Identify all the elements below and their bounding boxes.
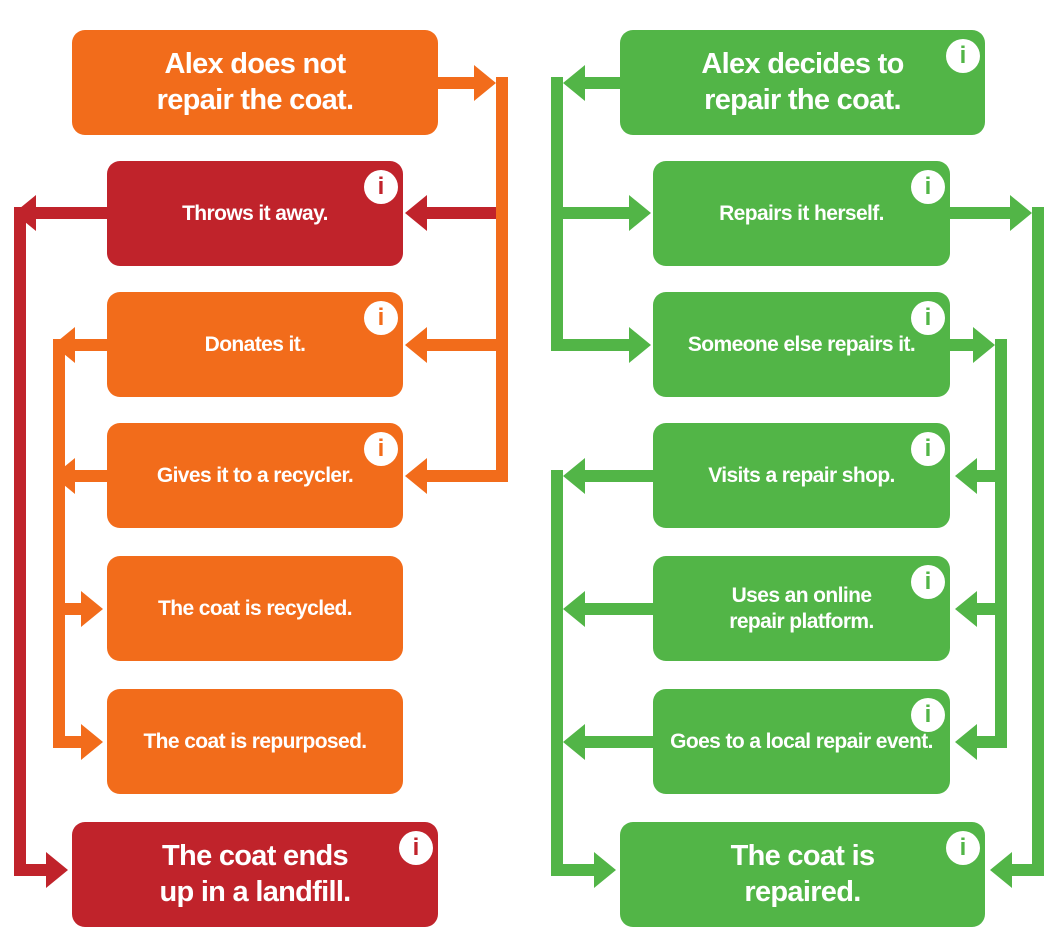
arrowhead-left — [990, 852, 1012, 888]
node-label: The coat is recycled. — [158, 596, 353, 620]
info-icon[interactable]: i — [946, 831, 980, 865]
node-someone-else-repairs-it: Someone else repairs it. i — [653, 292, 950, 397]
connector-local-event-out — [585, 736, 653, 748]
node-coat-is-recycled: The coat is recycled. — [107, 556, 403, 661]
connector-someone-else-out — [950, 339, 973, 351]
info-icon[interactable]: i — [399, 831, 433, 865]
node-label: Gives it to a recycler. — [156, 463, 354, 487]
node-coat-ends-up-in-landfill: The coat ends up in a landfill. i — [72, 822, 438, 927]
arrowhead-right — [973, 327, 995, 363]
arrowhead-left — [563, 724, 585, 760]
rail-right-green-outer — [1032, 207, 1044, 876]
node-gives-it-to-a-recycler: Gives it to a recycler. i — [107, 423, 403, 528]
arrowhead-left — [563, 65, 585, 101]
node-label: The coat is repurposed. — [143, 729, 367, 753]
info-icon[interactable]: i — [911, 301, 945, 335]
connector-repairs-herself-out — [950, 207, 1010, 219]
info-icon[interactable]: i — [946, 39, 980, 73]
connector-to-repairs-herself — [551, 207, 629, 219]
connector-start-repair-out — [585, 77, 620, 89]
node-label: The coat ends up in a landfill. — [159, 840, 351, 908]
rail-right-orange — [496, 77, 508, 482]
node-label: Goes to a local repair event. — [670, 729, 933, 753]
arrowhead-right — [46, 852, 68, 888]
info-icon[interactable]: i — [911, 170, 945, 204]
rail-left-red — [14, 207, 26, 876]
node-label: Donates it. — [204, 332, 306, 356]
node-uses-online-repair-platform: Uses an online repair platform. i — [653, 556, 950, 661]
rail-left-green-lower — [551, 470, 563, 876]
arrowhead-left — [405, 195, 427, 231]
rail-left-green-upper — [551, 77, 563, 351]
connector-to-gives-recycler — [427, 470, 508, 482]
connector-throws-away-out — [36, 207, 107, 219]
arrowhead-left — [955, 591, 977, 627]
connector-online-platform-out — [585, 603, 653, 615]
node-label: Visits a repair shop. — [708, 463, 895, 487]
connector-to-donates — [427, 339, 496, 351]
connector-to-someone-else — [551, 339, 629, 351]
connector-visits-shop-out — [585, 470, 653, 482]
arrowhead-left — [405, 327, 427, 363]
arrowhead-right — [1010, 195, 1032, 231]
arrowhead-left — [955, 458, 977, 494]
arrowhead-left — [405, 458, 427, 494]
info-icon[interactable]: i — [911, 698, 945, 732]
connector-to-throws-away — [427, 207, 496, 219]
rail-left-orange — [53, 339, 65, 748]
arrowhead-right — [81, 724, 103, 760]
node-label: Repairs it herself. — [719, 201, 884, 225]
info-icon[interactable]: i — [911, 432, 945, 466]
node-coat-is-repaired: The coat is repaired. i — [620, 822, 985, 927]
node-coat-is-repurposed: The coat is repurposed. — [107, 689, 403, 794]
arrowhead-left — [563, 458, 585, 494]
node-visits-a-repair-shop: Visits a repair shop. i — [653, 423, 950, 528]
connector-start-no-repair-out — [438, 77, 474, 89]
node-alex-does-not-repair: Alex does not repair the coat. — [72, 30, 438, 135]
node-label: Someone else repairs it. — [687, 332, 916, 356]
node-throws-it-away: Throws it away. i — [107, 161, 403, 266]
node-label: Throws it away. — [182, 201, 328, 225]
node-goes-to-local-repair-event: Goes to a local repair event. i — [653, 689, 950, 794]
arrowhead-right — [629, 327, 651, 363]
node-label: The coat is repaired. — [730, 840, 875, 908]
node-donates-it: Donates it. i — [107, 292, 403, 397]
arrowhead-right — [629, 195, 651, 231]
node-label: Alex does not repair the coat. — [156, 48, 354, 116]
arrowhead-right — [594, 852, 616, 888]
arrowhead-right — [81, 591, 103, 627]
connector-donates-out — [75, 339, 107, 351]
arrowhead-right — [474, 65, 496, 101]
info-icon[interactable]: i — [364, 170, 398, 204]
arrowhead-left — [955, 724, 977, 760]
connector-gives-recycler-out — [75, 470, 107, 482]
arrowhead-left — [563, 591, 585, 627]
node-alex-decides-to-repair: Alex decides to repair the coat. i — [620, 30, 985, 135]
node-label: Uses an online repair platform. — [729, 584, 874, 633]
node-label: Alex decides to repair the coat. — [701, 48, 904, 116]
rail-right-green-inner — [995, 339, 1007, 748]
info-icon[interactable]: i — [911, 565, 945, 599]
info-icon[interactable]: i — [364, 301, 398, 335]
node-repairs-it-herself: Repairs it herself. i — [653, 161, 950, 266]
info-icon[interactable]: i — [364, 432, 398, 466]
